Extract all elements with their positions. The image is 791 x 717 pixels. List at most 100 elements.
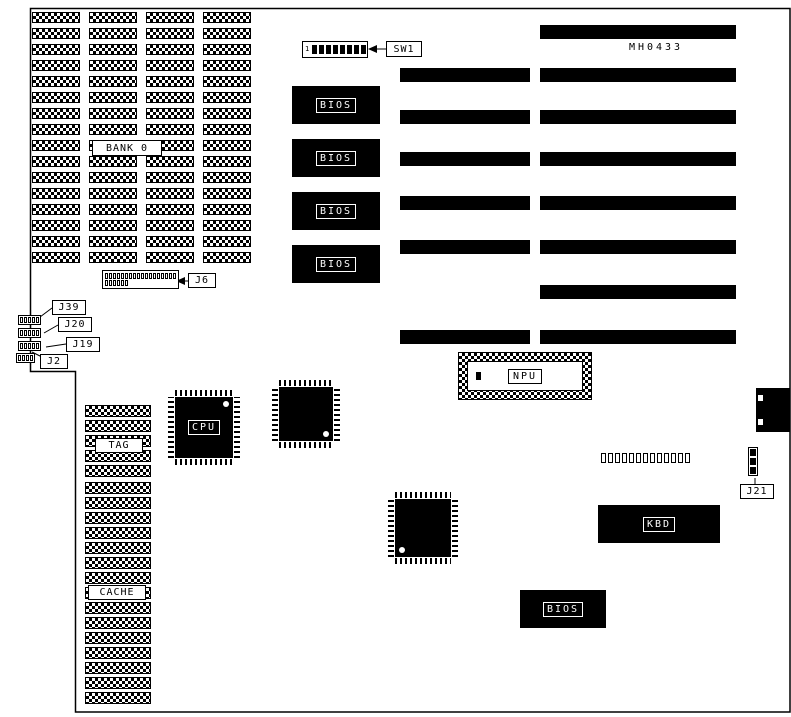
- chip-pins: [395, 492, 451, 498]
- pin1-dot: [399, 547, 405, 553]
- chipset-qfp-upper: [272, 380, 340, 448]
- cache-label: CACHE: [88, 585, 146, 600]
- memory-chip: [89, 12, 137, 23]
- memory-chip: [146, 188, 194, 199]
- expansion-slot: [400, 110, 530, 124]
- bios-chip-2: BIOS: [292, 139, 380, 177]
- memory-chip: [146, 92, 194, 103]
- memory-chip: [203, 76, 251, 87]
- connector-pin: [36, 343, 39, 349]
- memory-chip: [203, 252, 251, 263]
- chip-pins: [334, 387, 340, 441]
- memory-chip: [146, 220, 194, 231]
- connector-pin: [32, 343, 35, 349]
- memory-chip: [85, 420, 151, 432]
- memory-chip: [146, 124, 194, 135]
- connector-pin: [622, 453, 627, 463]
- bank0-column-2: [89, 12, 137, 263]
- kbd-chip: KBD: [598, 505, 720, 543]
- memory-chip: [146, 204, 194, 215]
- npu-socket: NPU: [458, 352, 592, 400]
- connector-pin: [636, 453, 641, 463]
- connector-pin: [125, 280, 128, 286]
- chip-pins: [234, 397, 240, 458]
- expansion-slot: [540, 152, 736, 166]
- connector-pin: [113, 280, 116, 286]
- memory-chip: [203, 28, 251, 39]
- connector-pin: [121, 280, 124, 286]
- expansion-slot: [540, 25, 736, 39]
- memory-chip: [85, 512, 151, 524]
- expansion-slot: [400, 240, 530, 254]
- memory-chip: [32, 60, 80, 71]
- memory-chip: [203, 108, 251, 119]
- memory-chip: [89, 76, 137, 87]
- memory-chip: [85, 647, 151, 659]
- connector-pin: [109, 280, 112, 286]
- connector-pin: [165, 273, 168, 279]
- connector-pin: [361, 45, 367, 54]
- bios-chip-1: BIOS: [292, 86, 380, 124]
- memory-chip: [146, 76, 194, 87]
- memory-chip: [89, 108, 137, 119]
- connector-pin: [20, 330, 23, 336]
- connector-j39: [18, 315, 41, 325]
- memory-chip: [32, 188, 80, 199]
- memory-chip: [89, 204, 137, 215]
- memory-chip: [32, 92, 80, 103]
- bios-chip-4: BIOS: [292, 245, 380, 283]
- memory-chip: [146, 252, 194, 263]
- bios-chip-label: BIOS: [315, 203, 357, 219]
- memory-chip: [85, 542, 151, 554]
- cpu-chip-label: CPU: [187, 420, 221, 435]
- memory-chip: [146, 28, 194, 39]
- connector-pin: [137, 273, 140, 279]
- connector-pin: [685, 453, 690, 463]
- connector-pin: [601, 453, 606, 463]
- memory-chip: [32, 172, 80, 183]
- expansion-slot: [540, 196, 736, 210]
- memory-chip: [89, 172, 137, 183]
- connector-pin: [125, 273, 128, 279]
- memory-chip: [89, 28, 137, 39]
- memory-chip: [146, 108, 194, 119]
- connector-pin: [22, 355, 25, 361]
- connector-pin: [333, 45, 339, 54]
- connector-pin: [28, 317, 31, 323]
- memory-chip: [203, 220, 251, 231]
- keyboard-din-connector: [756, 388, 790, 432]
- npu-label: NPU: [507, 368, 543, 384]
- chip-body: [395, 499, 451, 557]
- memory-chip: [203, 236, 251, 247]
- j2-label: J2: [40, 354, 68, 369]
- j39-label: J39: [52, 300, 86, 315]
- leader-line: [39, 307, 53, 318]
- connector-pin: [133, 273, 136, 279]
- chip-pins: [175, 390, 233, 396]
- npu-pin1-notch: [476, 372, 481, 380]
- chip-pins: [279, 442, 333, 448]
- expansion-slot: [540, 110, 736, 124]
- din-pin: [758, 419, 763, 425]
- connector-pin: [750, 449, 756, 456]
- chip-pins: [168, 397, 174, 458]
- connector-pin: [109, 273, 112, 279]
- connector-pin: [105, 273, 108, 279]
- memory-chip: [85, 632, 151, 644]
- bank0-column-4: [203, 12, 251, 263]
- connector-pin: [105, 280, 108, 286]
- j6-label: J6: [188, 273, 216, 288]
- memory-chip: [32, 76, 80, 87]
- memory-chip: [203, 156, 251, 167]
- connector-j20: [18, 328, 41, 338]
- memory-chip: [146, 60, 194, 71]
- connector-pin: [20, 343, 23, 349]
- bios-chip-label: BIOS: [542, 601, 584, 617]
- memory-chip: [203, 12, 251, 23]
- connector-pin: [319, 45, 325, 54]
- memory-chip: [203, 60, 251, 71]
- memory-chip: [32, 236, 80, 247]
- npu-socket-inner: NPU: [467, 361, 583, 391]
- j19-label: J19: [66, 337, 100, 352]
- sw1-pin1-label: 1: [305, 45, 310, 53]
